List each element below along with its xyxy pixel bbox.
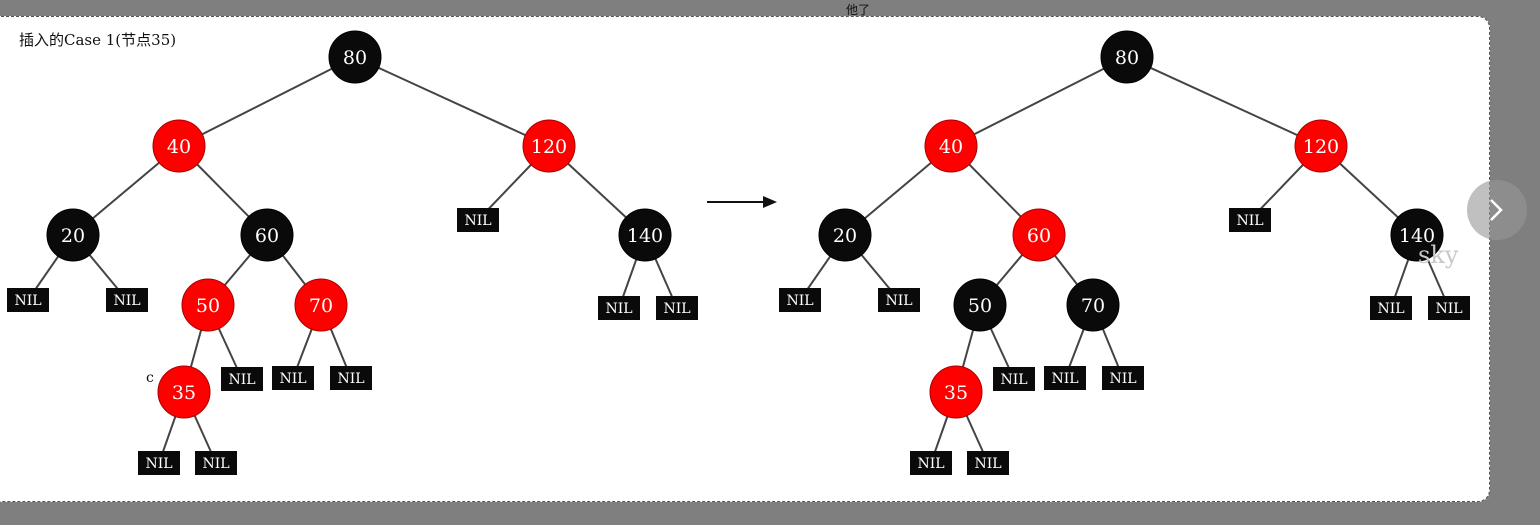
nil-leaf: NIL	[106, 288, 148, 312]
node-label: 140	[627, 225, 663, 247]
tree-node-80: 80	[1100, 30, 1154, 84]
tree-node-70: 70	[1066, 278, 1120, 332]
tree-edge	[354, 56, 550, 147]
node-label: NIL	[1377, 301, 1404, 317]
nil-leaf: NIL	[779, 288, 821, 312]
node-label: 120	[531, 136, 567, 158]
node-label: NIL	[202, 456, 229, 472]
top-caption: 他了	[846, 3, 871, 17]
node-label: NIL	[974, 456, 1001, 472]
node-label: NIL	[1051, 371, 1078, 387]
tree-node-50: 50	[181, 278, 235, 332]
tree-node-50: 50	[953, 278, 1007, 332]
node-label: NIL	[228, 372, 255, 388]
tree-node-20: 20	[818, 208, 872, 262]
node-label: 20	[61, 225, 85, 247]
node-label: 20	[833, 225, 857, 247]
tree-edges	[799, 56, 1450, 464]
node-label: NIL	[337, 371, 364, 387]
tree-node-120: 120	[1294, 119, 1348, 173]
nil-leaf: NIL	[993, 367, 1035, 391]
node-label: 120	[1303, 136, 1339, 158]
tree-node-35: 35	[157, 365, 211, 419]
node-label: NIL	[786, 293, 813, 309]
node-label: NIL	[1236, 213, 1263, 229]
tree-edge	[950, 56, 1128, 147]
nil-leaf: NIL	[910, 451, 952, 475]
tree-node-40: 40	[152, 119, 206, 173]
node-label: 35	[172, 382, 196, 404]
node-label: 60	[1027, 225, 1051, 247]
node-label: 70	[1081, 295, 1105, 317]
chevron-right-icon	[1490, 199, 1503, 221]
node-label: NIL	[464, 213, 491, 229]
nil-leaf: NIL	[195, 451, 237, 475]
tree-node-60: 60	[1012, 208, 1066, 262]
nil-leaf: NIL	[1102, 366, 1144, 390]
node-label: NIL	[113, 293, 140, 309]
slide-title: 插入的Case 1(节点35)	[19, 31, 177, 49]
nil-leaf: NIL	[7, 288, 49, 312]
nil-leaf: NIL	[1044, 366, 1086, 390]
nil-leaf: NIL	[272, 366, 314, 390]
slide-panel	[0, 16, 1490, 502]
node-label: NIL	[14, 293, 41, 309]
tree-node-120: 120	[522, 119, 576, 173]
node-label: 40	[939, 136, 963, 158]
node-label: NIL	[279, 371, 306, 387]
node-label: NIL	[885, 293, 912, 309]
nil-leaf: NIL	[330, 366, 372, 390]
node-label: 80	[1115, 47, 1139, 69]
nil-leaf: NIL	[221, 367, 263, 391]
watermark: sky	[1418, 241, 1459, 269]
nil-leaf: NIL	[1229, 208, 1271, 232]
tree-node-80: 80	[328, 30, 382, 84]
next-slide-button[interactable]	[1467, 180, 1527, 240]
nil-leaf: NIL	[967, 451, 1009, 475]
tree-node-140: 140	[1390, 208, 1444, 262]
node-label: NIL	[1435, 301, 1462, 317]
node-label: 80	[343, 47, 367, 69]
node-label: 70	[309, 295, 333, 317]
tree-edge	[178, 56, 356, 147]
node-label: NIL	[145, 456, 172, 472]
nil-leaf: NIL	[1370, 296, 1412, 320]
tree-node-40: 40	[924, 119, 978, 173]
tree-node-140: 140	[618, 208, 672, 262]
node-label: NIL	[605, 301, 632, 317]
nil-leaf: NIL	[878, 288, 920, 312]
node-label: NIL	[917, 456, 944, 472]
current-node-annotation: c	[146, 370, 154, 386]
node-label: 50	[968, 295, 992, 317]
node-label: 35	[944, 382, 968, 404]
tree-node-70: 70	[294, 278, 348, 332]
tree-node-35: 35	[929, 365, 983, 419]
nil-leaf: NIL	[656, 296, 698, 320]
node-label: 40	[167, 136, 191, 158]
nil-leaf: NIL	[138, 451, 180, 475]
tree-node-20: 20	[46, 208, 100, 262]
tree-edges	[27, 56, 678, 464]
node-label: NIL	[1000, 372, 1027, 388]
node-label: 140	[1399, 225, 1435, 247]
node-label: NIL	[663, 301, 690, 317]
nil-leaf: NIL	[1428, 296, 1470, 320]
transform-arrow-icon	[707, 196, 777, 208]
nil-leaf: NIL	[457, 208, 499, 232]
tree-edge	[1126, 56, 1322, 147]
node-label: 60	[255, 225, 279, 247]
node-label: NIL	[1109, 371, 1136, 387]
tree-node-60: 60	[240, 208, 294, 262]
node-label: 50	[196, 295, 220, 317]
nil-leaf: NIL	[598, 296, 640, 320]
